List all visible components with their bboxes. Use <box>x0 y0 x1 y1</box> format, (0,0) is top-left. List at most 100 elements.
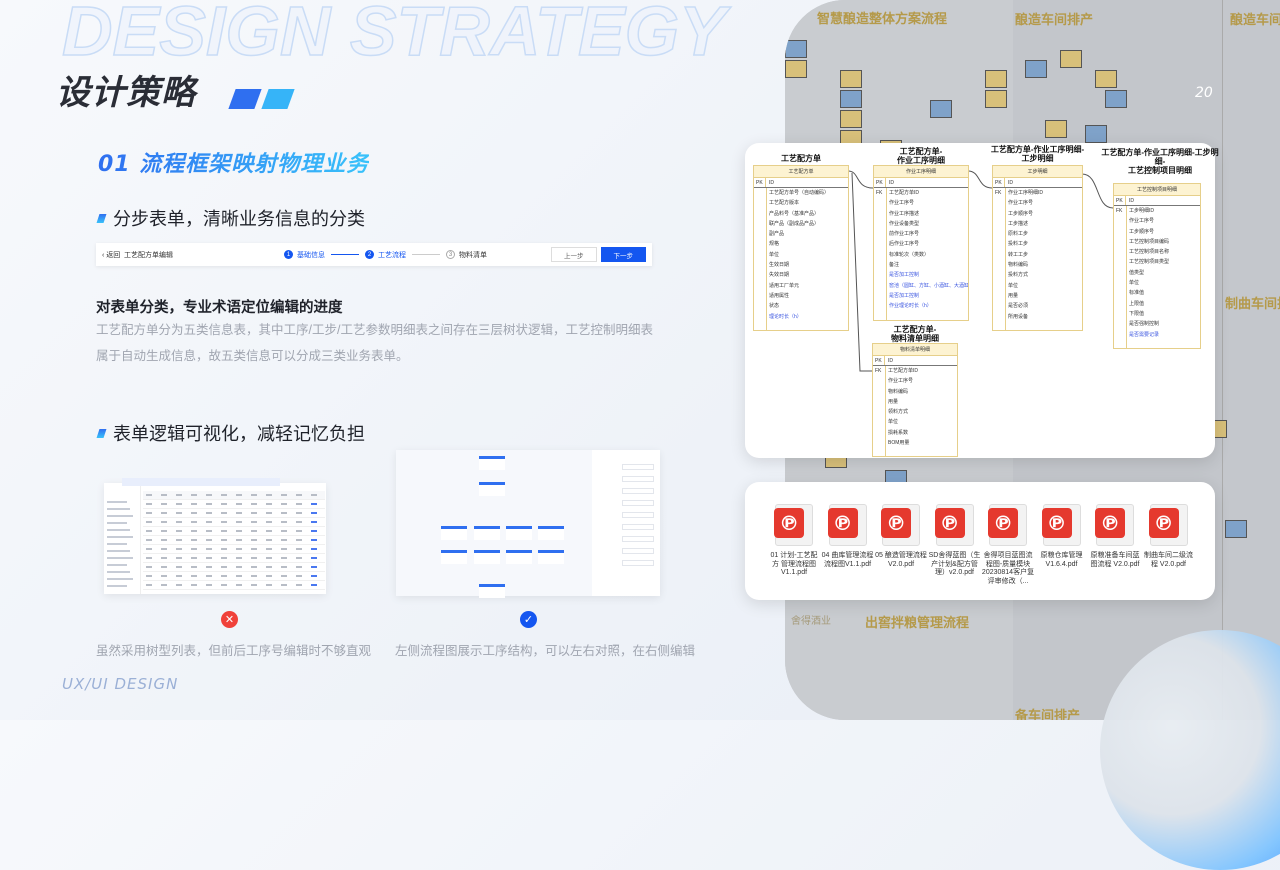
tree-node <box>107 585 127 587</box>
form-field <box>622 476 654 482</box>
field-name: 理论时长（h） <box>769 313 802 320</box>
form-field <box>622 512 654 518</box>
back-link[interactable]: ‹ 返回 <box>102 251 121 259</box>
flow-node <box>985 70 1007 88</box>
er-field: 物料编码 <box>993 260 1082 270</box>
field-name: 工艺配方版本 <box>769 200 800 207</box>
er-field: 窖池（圆缸、方缸、小酒缸、大酒缸、混缸、窖缸、石坛、泥缸） <box>874 281 968 291</box>
flow-node <box>506 550 532 564</box>
flow-node <box>840 90 862 108</box>
er-table-name: 工步明细 <box>993 166 1082 178</box>
er-field: 标准值 <box>1114 288 1200 298</box>
er-field: 原料工步 <box>993 229 1082 239</box>
relation-line <box>967 170 993 189</box>
field-name: 作业工序明细ID <box>1008 190 1044 196</box>
flow-node <box>1095 70 1117 88</box>
er-field: 用量 <box>873 397 957 407</box>
flow-node <box>785 60 807 78</box>
table-tabs <box>122 478 280 486</box>
er-field: 工步顺序号 <box>1114 227 1200 237</box>
pdf-file[interactable]: ℗原粮准备车间蓝图流程 V2.0.pdf <box>1088 504 1142 569</box>
form-field <box>622 488 654 494</box>
field-name: 投料方式 <box>1008 272 1029 279</box>
er-field: 是否必须 <box>993 301 1082 311</box>
form-title: 工艺配方单编辑 <box>124 251 173 259</box>
field-name: 是否加工控制 <box>889 272 920 279</box>
field-name: 窖池（圆缸、方缸、小酒缸、大酒缸、混缸、窖缸、石坛、泥缸） <box>889 282 968 289</box>
field-name: 失效日期 <box>769 272 790 279</box>
er-field: 作业工序号 <box>1114 216 1200 226</box>
er-field: 转工工步 <box>993 250 1082 260</box>
pdf-file[interactable]: ℗制曲车间二级流程 V2.0.pdf <box>1142 504 1196 569</box>
footer-label: UX/UI DESIGN <box>62 675 179 693</box>
field-name: 工艺控制项目名称 <box>1129 249 1170 256</box>
field-name: 标准轮次（类数） <box>889 251 930 258</box>
flow-node <box>506 526 532 540</box>
er-table-title: 工艺配方单 <box>781 154 821 163</box>
pdf-file[interactable]: ℗SD舍得蓝图（生产计划&配方管理）v2.0.pdf <box>928 504 982 578</box>
step-number: 1 <box>284 250 293 259</box>
field-name: 投料工步 <box>1008 241 1029 248</box>
field-name: 原料工步 <box>1008 231 1029 238</box>
table-row <box>143 554 325 563</box>
field-name: 工艺配方单号（自动编码） <box>769 190 830 196</box>
field-name: 工步描述 <box>1008 220 1029 227</box>
next-step-button[interactable]: 下一步 <box>600 247 646 262</box>
table-row <box>143 581 325 590</box>
er-field: 单位 <box>1114 278 1200 288</box>
er-table-title: 工艺配方单- 物料清单明细 <box>891 325 939 343</box>
er-field: 生效日期 <box>754 260 848 270</box>
flow-title: 备车间排产 <box>1015 709 1081 720</box>
field-name: 标准值 <box>1129 290 1145 297</box>
field-name: 单位 <box>769 251 780 258</box>
step-number: 3 <box>446 250 455 259</box>
file-name: 原粮仓库管理V1.6.4.pdf <box>1040 552 1083 568</box>
step-connector <box>412 254 440 255</box>
er-field: 作业设备类型 <box>874 219 968 229</box>
er-table-name: 作业工序明细 <box>874 166 968 178</box>
tree-node <box>107 536 133 538</box>
tree-node <box>107 515 133 517</box>
file-name: 制曲车间二级流程 V2.0.pdf <box>1144 552 1193 568</box>
er-field: 单位 <box>993 281 1082 291</box>
er-field: 物料编码 <box>873 387 957 397</box>
prev-step-button[interactable]: 上一步 <box>551 247 597 262</box>
pdf-file[interactable]: ℗05 酿造管理流程V2.0.pdf <box>874 504 928 569</box>
relation-line <box>851 172 873 372</box>
field-name: 状态 <box>769 303 780 310</box>
er-field: 工艺控制项目名称 <box>1114 247 1200 257</box>
pdf-file[interactable]: ℗舍得项目蓝图流程图-质量模块20230814客户复评审修改（... <box>981 504 1035 586</box>
table-row <box>143 518 325 527</box>
field-name: 是否需要记录 <box>1129 331 1160 338</box>
er-field: 所用设备 <box>993 312 1082 322</box>
flow-node <box>538 550 564 564</box>
form-field <box>622 464 654 470</box>
file-name: 舍得项目蓝图流程图-质量模块20230814客户复评审修改（... <box>981 552 1035 585</box>
field-name: 用量 <box>1008 292 1019 299</box>
pdf-file[interactable]: ℗04 曲库管理流程流程图V1.1.pdf <box>821 504 875 569</box>
form-field <box>622 500 654 506</box>
tree-node <box>107 571 130 573</box>
form-field <box>622 548 654 554</box>
pdf-file[interactable]: ℗01 计划-工艺配方 管理流程图V1.1.pdf <box>767 504 821 578</box>
er-field: 作业工序描述 <box>874 209 968 219</box>
bullet-icon <box>96 428 107 438</box>
field-name: 作业工序号 <box>1008 200 1034 207</box>
flow-node <box>1105 90 1127 108</box>
field-name: 适用工厂单元 <box>769 282 800 289</box>
er-field: 是否加工控制 <box>874 291 968 301</box>
file-name: 01 计划-工艺配方 管理流程图V1.1.pdf <box>770 552 818 576</box>
pdf-file[interactable]: ℗原粮仓库管理V1.6.4.pdf <box>1035 504 1089 569</box>
subheading: 对表单分类，专业术语定位编辑的进度 <box>96 300 343 316</box>
er-table-title: 工艺配方单-作业工序明细-工步明细- 工艺控制项目明细 <box>1101 148 1219 175</box>
table-row <box>143 536 325 545</box>
er-field: 下限值 <box>1114 309 1200 319</box>
